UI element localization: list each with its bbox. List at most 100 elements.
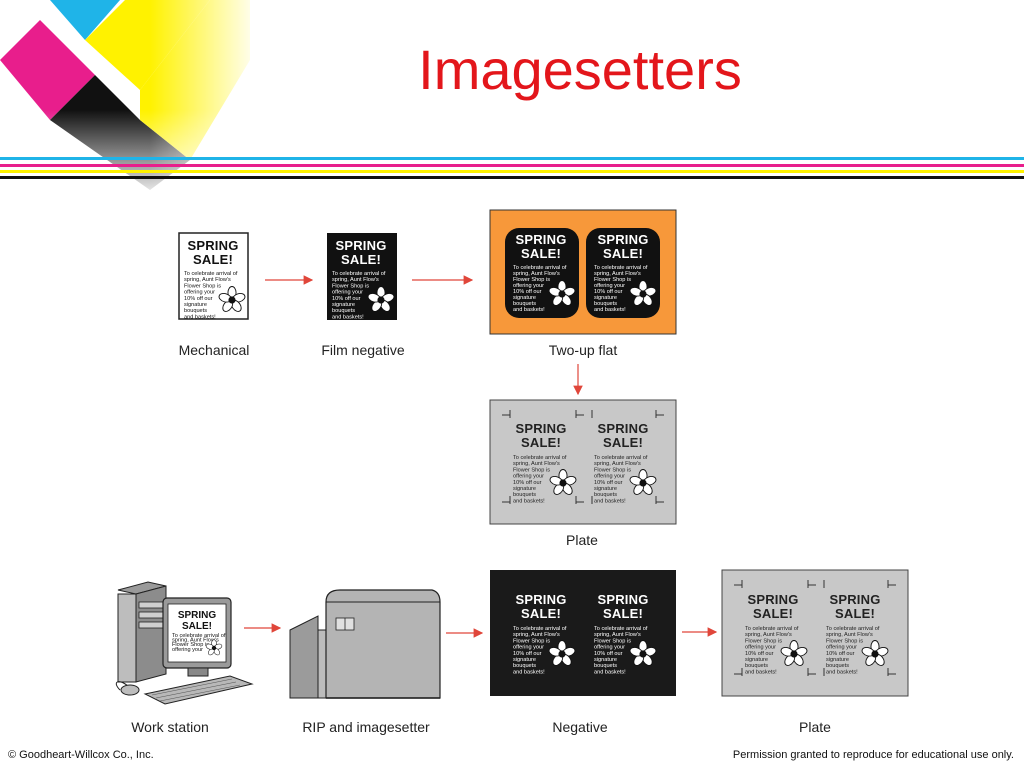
mechanical-page: SPRING SALE! To celebrate arrival ofspri…: [178, 232, 249, 320]
doc-body-line: spring, Aunt Flow's: [513, 271, 560, 277]
doc-headline-2: SALE!: [521, 246, 561, 261]
label-plate-bottom: Plate: [799, 719, 831, 735]
doc-body-line: 10% off our: [826, 651, 855, 657]
doc-headline-1: SPRING: [597, 421, 648, 436]
doc-body-line: 10% off our: [513, 651, 542, 657]
doc-body-line: bouquets: [594, 663, 617, 669]
doc-body-line: To celebrate arrival of: [594, 455, 648, 461]
doc-body-line: and baskets!: [513, 307, 545, 313]
doc-headline-1: SPRING: [597, 592, 648, 607]
doc-body-line: 10% off our: [513, 480, 542, 486]
doc-body-line: spring, Aunt Flow's: [332, 277, 379, 283]
work-station-illustration: SPRING SALE! To celebrate arrival ofspri…: [115, 581, 254, 705]
label-rip-imagesetter: RIP and imagesetter: [302, 719, 430, 735]
doc-body-line: bouquets: [513, 301, 536, 307]
doc-body-line: Flower Shop is: [513, 277, 550, 283]
doc-body-line: Flower Shop is: [826, 638, 863, 644]
doc-body-line: and baskets!: [594, 498, 626, 504]
doc-body-line: spring, Aunt Flow's: [594, 461, 641, 467]
doc-body-line: bouquets: [594, 492, 617, 498]
doc-body-line: To celebrate arrival of: [594, 265, 648, 271]
rip-imagesetter-illustration: [289, 589, 441, 699]
doc-body-line: spring, Aunt Flow's: [184, 277, 231, 283]
doc-body-line: signature: [513, 657, 536, 663]
label-mechanical: Mechanical: [178, 342, 250, 358]
two-up-flat: SPRING SALE! To celebrate arrival ofspri…: [489, 209, 677, 335]
doc-body-line: signature: [513, 295, 536, 301]
doc-headline-2: SALE!: [521, 606, 561, 621]
doc-body-line: offering your: [745, 645, 776, 651]
doc-body-line: 10% off our: [594, 480, 623, 486]
doc-headline-2: SALE!: [193, 252, 233, 267]
doc-body-line: Flower Shop is: [184, 283, 221, 289]
doc-body-line: Flower Shop is: [594, 638, 631, 644]
label-negative: Negative: [552, 719, 608, 735]
doc-headline-2: SALE!: [603, 435, 643, 450]
doc-body-line: offering your: [826, 645, 857, 651]
doc-headline-2: SALE!: [521, 435, 561, 450]
label-work-station: Work station: [131, 719, 209, 735]
doc-body-line: Flower Shop is: [513, 467, 550, 473]
doc-body-line: To celebrate arrival of: [172, 633, 226, 639]
doc-headline-1: SPRING: [747, 592, 798, 607]
label-two-up-flat: Two-up flat: [548, 342, 618, 358]
doc-body-line: Flower Shop is: [332, 283, 369, 289]
label-plate-top: Plate: [566, 532, 598, 548]
doc-body-line: Flower Shop is: [594, 467, 631, 473]
doc-headline-1: SPRING: [187, 238, 238, 253]
doc-body-line: signature: [594, 657, 617, 663]
doc-body-line: Flower Shop is: [594, 277, 631, 283]
doc-body-line: Flower Shop is: [745, 638, 782, 644]
doc-body-line: Flower Shop is: [172, 642, 209, 648]
doc-body-line: bouquets: [184, 308, 207, 314]
footer-copyright: © Goodheart-Willcox Co., Inc.: [8, 749, 154, 761]
doc-body-line: and baskets!: [332, 314, 364, 320]
doc-headline-1: SPRING: [597, 232, 648, 247]
doc-headline-1: SPRING: [829, 592, 880, 607]
header-stripes: [0, 157, 1024, 179]
plate-top: SPRING SALE! To celebrate arrival ofspri…: [489, 399, 677, 525]
doc-body-line: offering your: [594, 645, 625, 651]
doc-body-line: and baskets!: [594, 669, 626, 675]
doc-body-line: and baskets!: [826, 669, 858, 675]
doc-body-line: 10% off our: [513, 289, 542, 295]
doc-body-line: offering your: [594, 283, 625, 289]
doc-headline-2: SALE!: [182, 621, 212, 632]
doc-body-line: and baskets!: [594, 307, 626, 313]
doc-body-line: and baskets!: [513, 669, 545, 675]
doc-body-line: To celebrate arrival of: [513, 265, 567, 271]
negative-sheet: SPRING SALE! To celebrate arrival ofspri…: [490, 570, 676, 696]
doc-body-line: To celebrate arrival of: [594, 626, 648, 632]
doc-body-line: signature: [826, 657, 849, 663]
doc-body-line: bouquets: [513, 663, 536, 669]
plate-bottom: SPRING SALE! To celebrate arrival ofspri…: [721, 569, 909, 697]
doc-body-line: signature: [594, 486, 617, 492]
doc-body-line: spring, Aunt Flow's: [594, 271, 641, 277]
doc-body-line: offering your: [172, 647, 203, 653]
footer-permission: Permission granted to reproduce for educ…: [732, 749, 1014, 761]
corner-decoration: [0, 0, 1024, 200]
doc-headline-1: SPRING: [515, 421, 566, 436]
doc-body-line: To celebrate arrival of: [826, 626, 880, 632]
doc-body-line: offering your: [184, 290, 215, 296]
film-negative-page: SPRING SALE! To celebrate arrival ofspri…: [327, 233, 397, 320]
doc-body-line: offering your: [513, 645, 544, 651]
doc-body-line: bouquets: [594, 301, 617, 307]
doc-headline-1: SPRING: [178, 610, 217, 621]
doc-body-line: signature: [184, 302, 207, 308]
doc-headline-2: SALE!: [603, 606, 643, 621]
crop-marks: [734, 580, 896, 676]
doc-body-line: Flower Shop is: [513, 638, 550, 644]
doc-body-line: bouquets: [826, 663, 849, 669]
doc-body-line: To celebrate arrival of: [513, 626, 567, 632]
doc-body-line: signature: [513, 486, 536, 492]
doc-body-line: offering your: [332, 290, 363, 296]
doc-body-line: spring, Aunt Flow's: [826, 632, 873, 638]
doc-body-line: spring, Aunt Flow's: [745, 632, 792, 638]
doc-body-line: and baskets!: [184, 314, 216, 320]
doc-body-line: To celebrate arrival of: [513, 455, 567, 461]
keyboard-keys: [151, 678, 241, 702]
doc-body-line: signature: [332, 302, 355, 308]
doc-body-line: To celebrate arrival of: [184, 271, 238, 277]
doc-body-line: and baskets!: [513, 498, 545, 504]
